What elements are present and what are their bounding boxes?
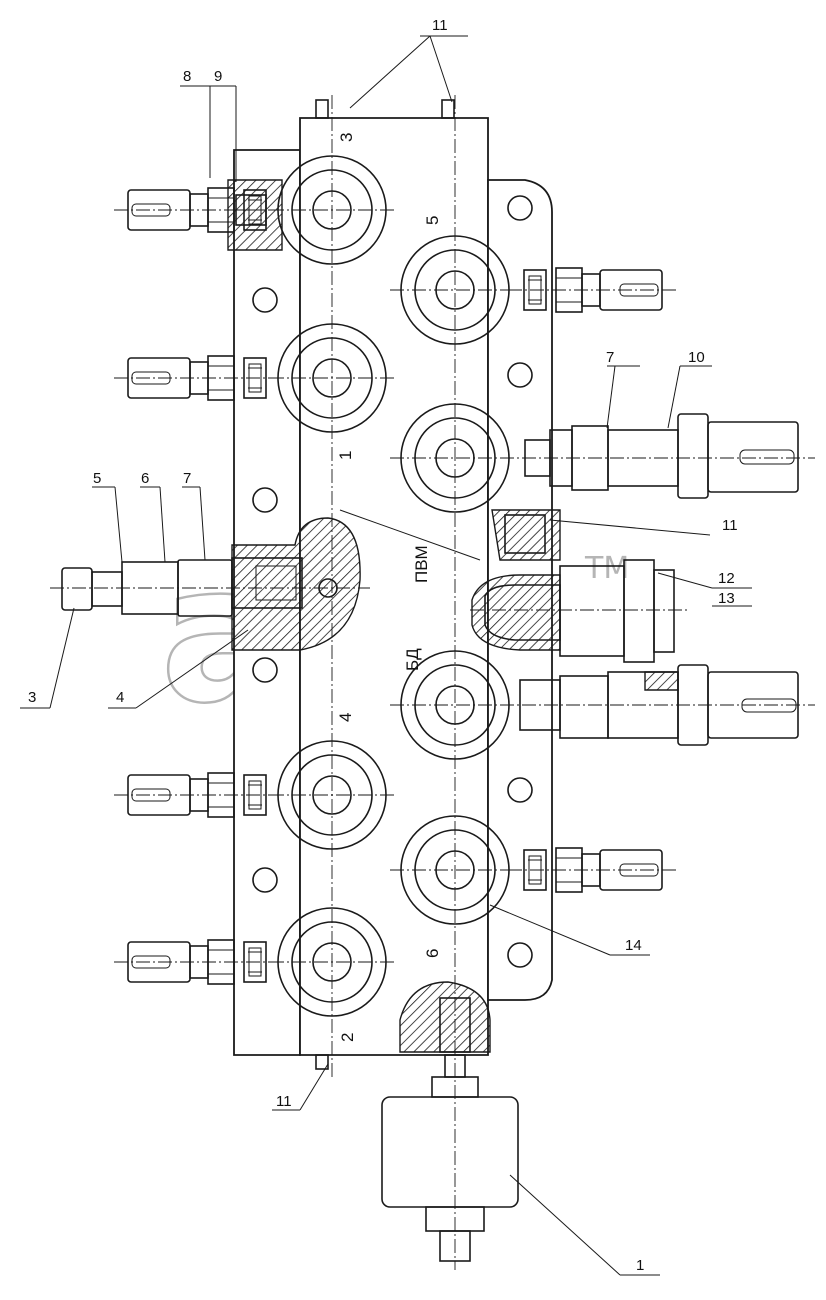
callout-1: 1 (636, 1257, 644, 1274)
callouts: 11 8 9 7 10 5 6 7 11 12 13 3 4 14 11 1 (28, 17, 738, 1274)
callout-11-bottom: 11 (276, 1093, 292, 1110)
port-mark-2: 2 (338, 1033, 357, 1042)
callout-4: 4 (116, 689, 124, 706)
port-mark-5: 5 (423, 216, 442, 225)
valve-boss-2 (270, 907, 395, 1017)
callout-14: 14 (625, 937, 642, 954)
port-mark-1: 1 (336, 451, 355, 460)
extended-solenoid (500, 413, 815, 499)
lower-extended-solenoid (500, 664, 815, 746)
left-solenoids (113, 179, 283, 985)
callout-5: 5 (93, 470, 101, 487)
callout-11-top: 11 (432, 17, 448, 34)
bottom-sensor (381, 981, 519, 1262)
port-mark-6: 6 (423, 949, 442, 958)
callout-11-mid: 11 (722, 517, 738, 534)
callout-8: 8 (183, 68, 191, 85)
port-mark-4: 4 (336, 713, 355, 722)
valve-boss-5 (390, 235, 520, 345)
right-solenoids (500, 268, 815, 892)
callout-7-left: 7 (183, 470, 191, 487)
callout-7-right: 7 (606, 349, 614, 366)
callout-10: 10 (688, 349, 705, 366)
inscription-pvm: ПВМ (412, 545, 431, 583)
callout-6: 6 (141, 470, 149, 487)
callout-3: 3 (28, 689, 36, 706)
port-mark-3: 3 (337, 133, 356, 142)
valve-boss-6 (390, 815, 520, 925)
right-valve-stations (390, 235, 520, 925)
callout-13: 13 (718, 590, 735, 607)
callout-12: 12 (718, 570, 735, 587)
right-section-plug (470, 509, 690, 663)
callout-9: 9 (214, 68, 222, 85)
leader-lines (20, 35, 752, 1276)
watermark-tm: ТМ (584, 551, 629, 586)
left-valve-stations (270, 155, 395, 1017)
inscription-bd: БД (403, 648, 422, 671)
